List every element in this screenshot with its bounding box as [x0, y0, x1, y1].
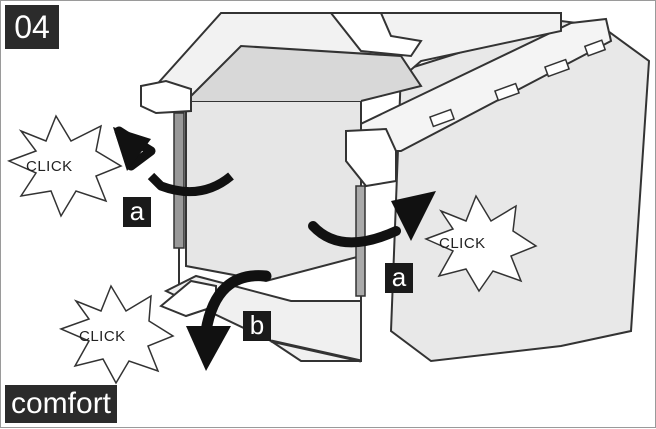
label-a-left: a [123, 197, 151, 227]
right-bracket [345, 127, 397, 188]
label-b: b [243, 311, 271, 341]
click-text-right: CLICK [439, 235, 486, 252]
click-text-bottom: CLICK [79, 328, 126, 345]
grass-box-vents [428, 39, 607, 128]
click-burst-left [7, 114, 123, 218]
click-burst-bottom [58, 284, 175, 385]
left-bracket [140, 79, 192, 115]
push-arrow-down [200, 270, 272, 337]
handle-top [328, 12, 423, 58]
click-burst-right [424, 194, 538, 293]
rotate-arrow-right [308, 221, 401, 248]
left-rod [173, 112, 185, 249]
click-text-left: CLICK [26, 158, 73, 175]
label-a-right: a [385, 263, 413, 293]
panel-inner-top [185, 44, 423, 102]
step-number-badge: 04 [5, 5, 59, 49]
variant-label-badge: comfort [5, 385, 118, 423]
